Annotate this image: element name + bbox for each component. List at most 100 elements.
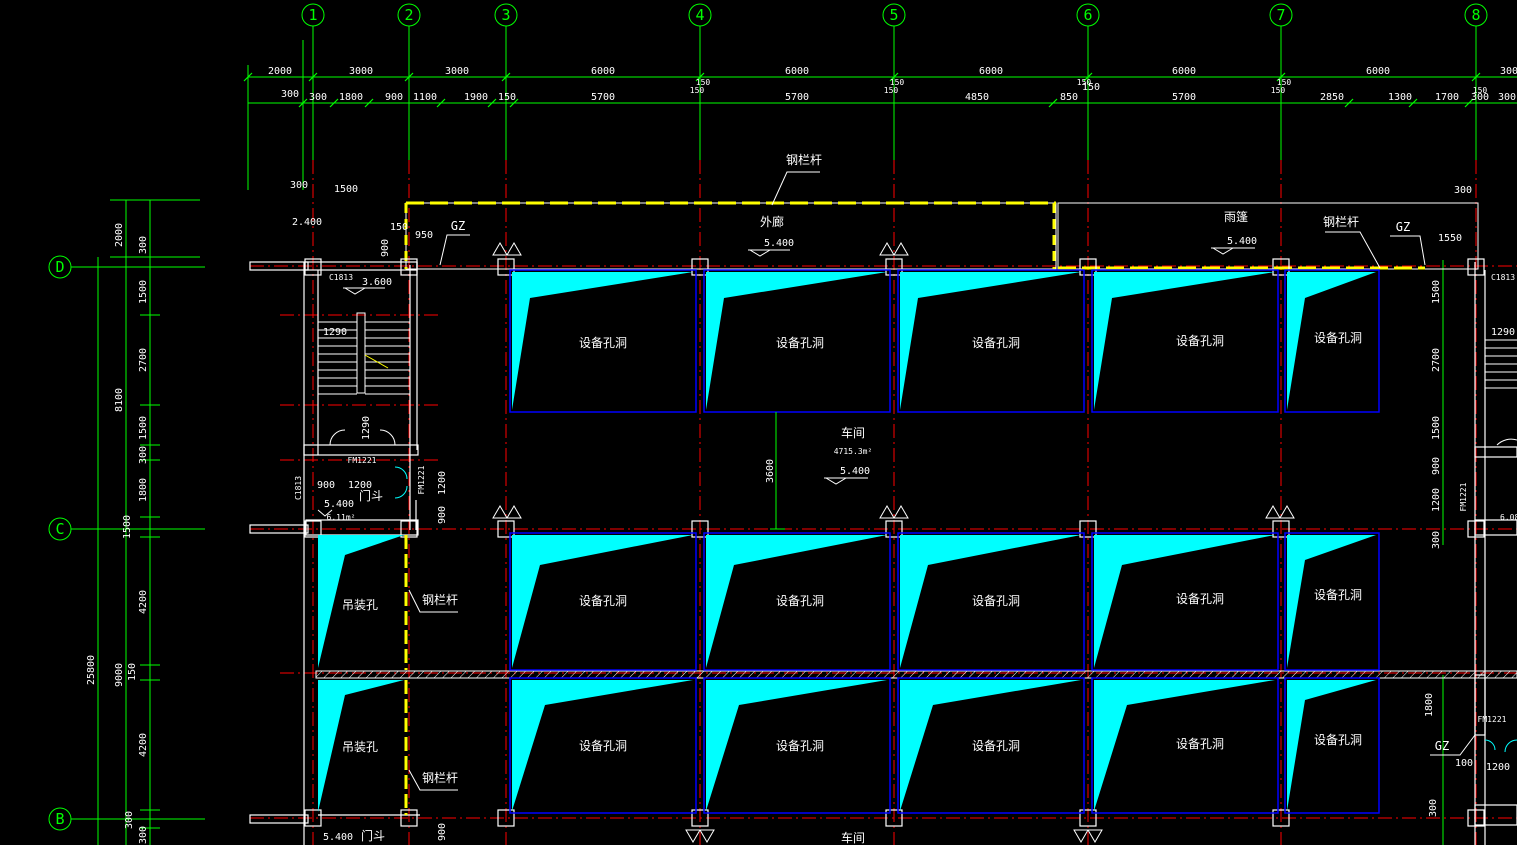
dim-text: 300	[1431, 531, 1442, 549]
label-dim-900-stair: 900	[317, 480, 335, 491]
top-dimension-row-2: 300 300 1800 900 1100 1900 150 5700 5700…	[281, 82, 1516, 103]
equipment-openings-row-3	[509, 677, 1380, 814]
dim-text: 2000	[268, 66, 292, 77]
label-equipment-hole: 设备孔洞	[972, 739, 1020, 753]
stair	[318, 312, 410, 446]
label-dim-900-bottom: 900	[437, 823, 448, 841]
dim-text: 6000	[979, 66, 1003, 77]
label-gz-left: GZ	[451, 219, 465, 233]
axis-label-5: 5	[889, 6, 898, 24]
left-dimension-texts: 25800 8100 9000 2000 300 1500 2700 1500 …	[86, 223, 149, 844]
dim-text: 300	[309, 92, 327, 103]
label-dim-3600: 3600	[765, 459, 776, 483]
label-elev-2400: 2.400	[292, 217, 322, 228]
dim-text: 1500	[138, 280, 149, 304]
label-area-small-right: 6.08	[1500, 513, 1517, 522]
top-axis-bubbles: 1 2 3 4 5 6 7 8	[301, 3, 1488, 160]
label-hoist-hole-2: 吊装孔	[342, 740, 378, 754]
dim-text: 6000	[591, 66, 615, 77]
label-workshop-area: 4715.3m²	[834, 447, 873, 456]
dim-text: 150	[127, 663, 138, 681]
axis-label-4: 4	[695, 6, 704, 24]
label-window-type-right: C1813	[1491, 273, 1515, 282]
label-dim-1550: 1550	[1438, 233, 1462, 244]
right-dimension-texts: 1500 2700 1500 900 1200 300 1800 300	[1424, 280, 1442, 817]
label-corridor: 外廊	[760, 214, 784, 229]
dim-text: 2700	[138, 348, 149, 372]
hatched-beam	[315, 670, 1517, 679]
corridor-canopy-outline	[404, 201, 1479, 270]
dim-text: 150	[1277, 78, 1292, 87]
hoist-holes	[318, 535, 408, 815]
axis-label-1: 1	[308, 6, 317, 24]
left-axis-bubbles: D C B	[48, 255, 205, 831]
dim-text: 150	[498, 92, 516, 103]
axis-label-B: B	[55, 810, 64, 828]
label-dim-950: 950	[415, 230, 433, 241]
dim-text: 150	[1077, 78, 1092, 87]
label-door-type-lower: FM1221	[1478, 715, 1507, 724]
top-dimension-lines	[243, 40, 1517, 190]
dim-text: 1700	[1435, 92, 1459, 103]
label-gz-lower: GZ	[1435, 739, 1449, 753]
dim-text: 2700	[1431, 348, 1442, 372]
label-equipment-hole: 设备孔洞	[1176, 592, 1224, 606]
dim-text: 25800	[86, 655, 97, 685]
dim-text: 3000	[349, 66, 373, 77]
label-elev-corridor: 5.400	[764, 238, 794, 249]
column-markers	[492, 242, 1295, 843]
label-workshop-lower: 车间	[841, 830, 865, 845]
label-dim-150: 150	[390, 222, 408, 233]
dim-text: 3000	[1500, 66, 1517, 77]
dim-text: 150	[884, 86, 899, 95]
dim-text: 300	[1428, 799, 1439, 817]
label-door-mark-lower: 门斗	[361, 828, 385, 843]
dim-text: 1800	[1424, 693, 1435, 717]
walls	[249, 261, 1517, 845]
label-door-type-right: FM1221	[1459, 482, 1468, 511]
label-dim-100: 100	[1455, 758, 1473, 769]
dim-text: 6000	[1366, 66, 1390, 77]
label-equipment-hole: 设备孔洞	[579, 336, 627, 350]
label-equipment-hole: 设备孔洞	[776, 594, 824, 608]
dim-text: 1500	[122, 515, 133, 539]
left-dimension-lines	[97, 199, 200, 845]
dim-text: 150	[690, 86, 705, 95]
equipment-openings-row-2	[509, 532, 1380, 671]
dim-text: 1900	[464, 92, 488, 103]
label-hoist-hole-1: 吊装孔	[342, 598, 378, 612]
top-dimension-small: 150 150 150 150 150 150 150 150	[690, 78, 1488, 95]
label-elev-landing: 3.600	[362, 277, 392, 288]
label-equipment-hole: 设备孔洞	[972, 336, 1020, 350]
dim-text: 300	[1471, 92, 1489, 103]
label-equipment-hole: 设备孔洞	[776, 336, 824, 350]
label-window-type: C1813	[329, 273, 353, 282]
label-equipment-hole: 设备孔洞	[579, 739, 627, 753]
dim-text: 1500	[138, 416, 149, 440]
leader-lines	[408, 171, 1476, 791]
dim-text: 300	[281, 89, 299, 100]
dim-text: 1100	[413, 92, 437, 103]
dim-text: 9000	[114, 663, 125, 687]
label-equipment-hole: 设备孔洞	[1176, 334, 1224, 348]
dim-text: 3000	[445, 66, 469, 77]
dim-text: 300	[124, 811, 135, 829]
label-dim-900: 900	[380, 239, 391, 257]
axis-label-3: 3	[501, 6, 510, 24]
label-door-type-2: FM1221	[417, 465, 426, 494]
stair-right	[1485, 339, 1517, 446]
label-dim-1200: 1200	[348, 480, 372, 491]
label-dim-1500: 1500	[334, 184, 358, 195]
label-equipment-hole: 设备孔洞	[972, 594, 1020, 608]
axis-label-C: C	[55, 520, 64, 538]
dim-text: 150	[696, 78, 711, 87]
label-dim-900-side: 900	[437, 506, 448, 524]
equipment-openings-row-1	[509, 269, 1380, 413]
label-dim-1290-right: 1290	[1491, 327, 1515, 338]
dim-text: 6000	[785, 66, 809, 77]
dim-text: 4850	[965, 92, 989, 103]
workshop-dimension	[770, 412, 785, 530]
dim-text: 1300	[1388, 92, 1412, 103]
dim-text: 300	[138, 446, 149, 464]
label-railing-lower: 钢栏杆	[422, 592, 458, 607]
